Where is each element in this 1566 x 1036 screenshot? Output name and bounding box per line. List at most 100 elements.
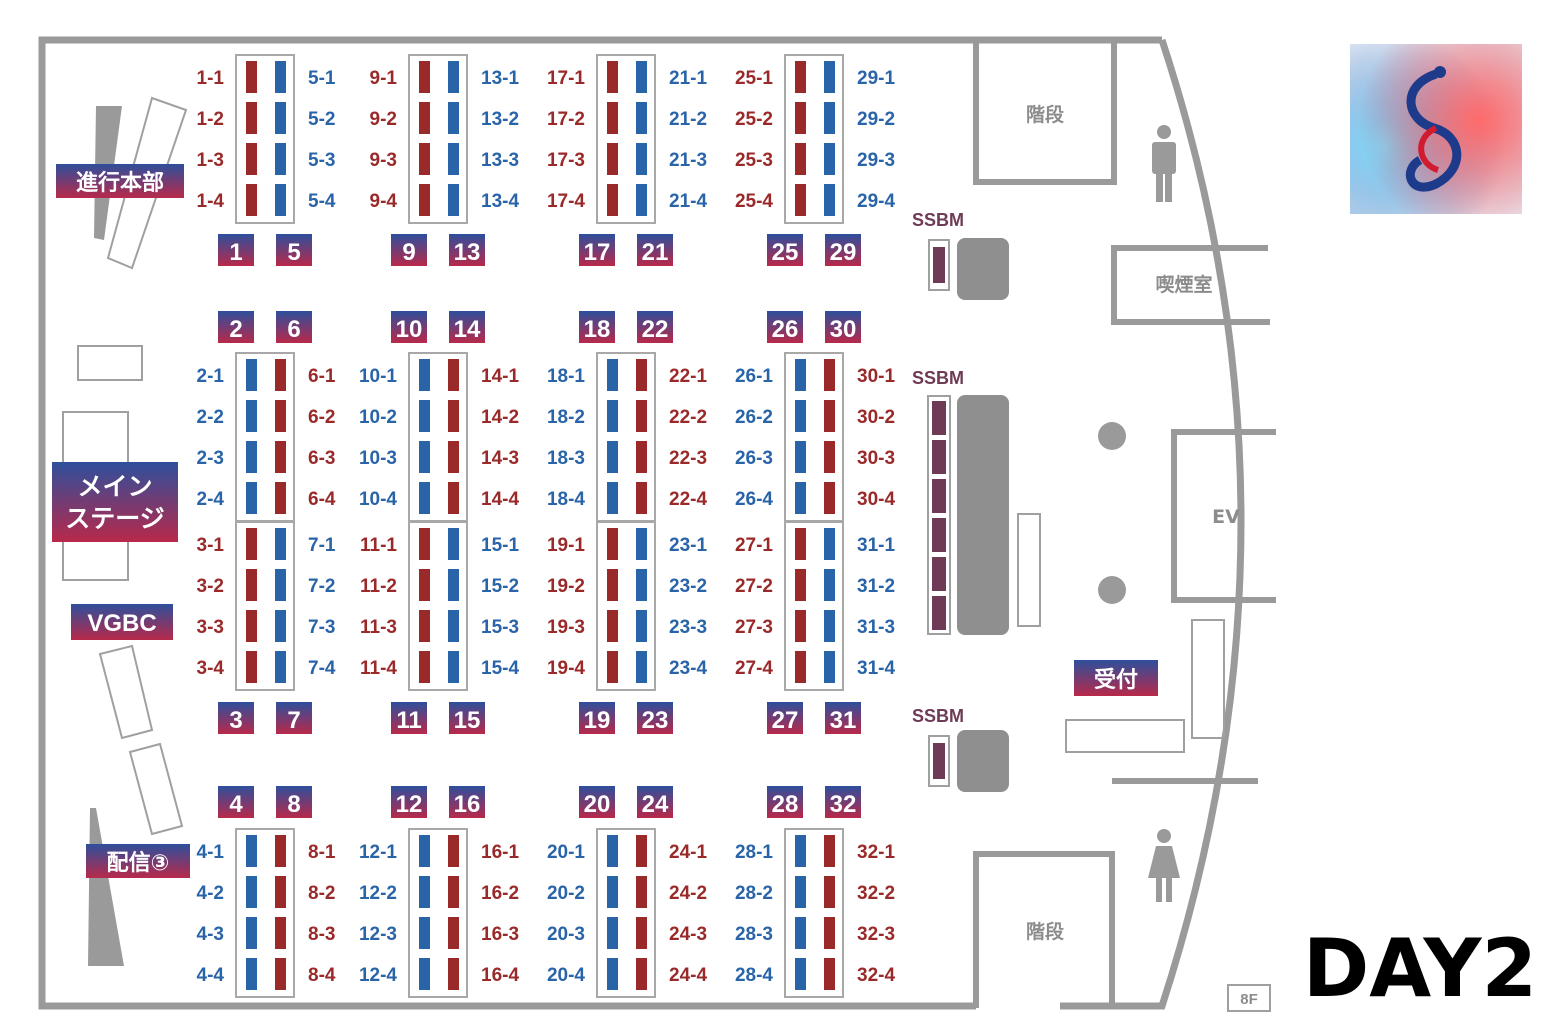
seat-marker[interactable] bbox=[246, 958, 257, 990]
seat-marker[interactable] bbox=[795, 610, 806, 642]
seat-marker[interactable] bbox=[419, 441, 430, 473]
seat-marker[interactable] bbox=[607, 61, 618, 93]
seat-marker[interactable] bbox=[448, 958, 459, 990]
seat-marker[interactable] bbox=[448, 482, 459, 514]
seat-marker[interactable] bbox=[246, 835, 257, 867]
seat-marker[interactable] bbox=[636, 102, 647, 134]
seat-marker[interactable] bbox=[824, 917, 835, 949]
seat-marker[interactable] bbox=[795, 184, 806, 216]
seat-marker[interactable] bbox=[275, 651, 286, 683]
seat-marker[interactable] bbox=[246, 143, 257, 175]
seat-marker[interactable] bbox=[607, 359, 618, 391]
seat-marker[interactable] bbox=[419, 528, 430, 560]
seat-marker[interactable] bbox=[275, 876, 286, 908]
seat-marker[interactable] bbox=[607, 958, 618, 990]
seat-marker[interactable] bbox=[419, 184, 430, 216]
seat-marker[interactable] bbox=[275, 610, 286, 642]
seat-marker[interactable] bbox=[448, 441, 459, 473]
seat-marker[interactable] bbox=[607, 441, 618, 473]
seat-marker[interactable] bbox=[419, 958, 430, 990]
seat-marker[interactable] bbox=[636, 143, 647, 175]
seat-marker[interactable] bbox=[607, 400, 618, 432]
seat-marker[interactable] bbox=[795, 876, 806, 908]
seat-marker[interactable] bbox=[275, 528, 286, 560]
seat-marker[interactable] bbox=[246, 569, 257, 601]
seat-marker[interactable] bbox=[607, 528, 618, 560]
seat-marker[interactable] bbox=[607, 143, 618, 175]
seat-marker[interactable] bbox=[607, 651, 618, 683]
seat-marker[interactable] bbox=[795, 958, 806, 990]
seat-marker[interactable] bbox=[824, 102, 835, 134]
seat-marker[interactable] bbox=[795, 651, 806, 683]
seat-marker[interactable] bbox=[636, 569, 647, 601]
seat-marker[interactable] bbox=[795, 528, 806, 560]
seat-marker[interactable] bbox=[824, 61, 835, 93]
seat-marker[interactable] bbox=[795, 359, 806, 391]
seat-marker[interactable] bbox=[246, 61, 257, 93]
seat-marker[interactable] bbox=[275, 482, 286, 514]
seat-marker[interactable] bbox=[636, 958, 647, 990]
seat-marker[interactable] bbox=[636, 61, 647, 93]
seat-marker[interactable] bbox=[795, 569, 806, 601]
seat-marker[interactable] bbox=[419, 143, 430, 175]
seat-marker[interactable] bbox=[275, 569, 286, 601]
seat-marker[interactable] bbox=[419, 876, 430, 908]
seat-marker[interactable] bbox=[824, 441, 835, 473]
seat-marker[interactable] bbox=[448, 835, 459, 867]
seat-marker[interactable] bbox=[607, 569, 618, 601]
seat-marker[interactable] bbox=[636, 400, 647, 432]
seat-marker[interactable] bbox=[246, 400, 257, 432]
seat-marker[interactable] bbox=[824, 184, 835, 216]
seat-marker[interactable] bbox=[824, 359, 835, 391]
seat-marker[interactable] bbox=[275, 835, 286, 867]
seat-marker[interactable] bbox=[448, 184, 459, 216]
seat-marker[interactable] bbox=[448, 400, 459, 432]
seat-marker[interactable] bbox=[419, 359, 430, 391]
seat-marker[interactable] bbox=[636, 835, 647, 867]
seat-marker[interactable] bbox=[795, 482, 806, 514]
seat-marker[interactable] bbox=[636, 441, 647, 473]
seat-marker[interactable] bbox=[824, 876, 835, 908]
seat-marker[interactable] bbox=[419, 482, 430, 514]
seat-marker[interactable] bbox=[448, 569, 459, 601]
seat-marker[interactable] bbox=[419, 61, 430, 93]
seat-marker[interactable] bbox=[246, 482, 257, 514]
seat-marker[interactable] bbox=[246, 441, 257, 473]
seat-marker[interactable] bbox=[448, 610, 459, 642]
seat-marker[interactable] bbox=[246, 528, 257, 560]
seat-marker[interactable] bbox=[636, 651, 647, 683]
seat-marker[interactable] bbox=[246, 610, 257, 642]
seat-marker[interactable] bbox=[824, 482, 835, 514]
seat-marker[interactable] bbox=[448, 651, 459, 683]
seat-marker[interactable] bbox=[275, 359, 286, 391]
seat-marker[interactable] bbox=[607, 917, 618, 949]
seat-marker[interactable] bbox=[607, 184, 618, 216]
seat-marker[interactable] bbox=[419, 917, 430, 949]
seat-marker[interactable] bbox=[275, 400, 286, 432]
seat-marker[interactable] bbox=[246, 917, 257, 949]
seat-marker[interactable] bbox=[275, 184, 286, 216]
seat-marker[interactable] bbox=[419, 651, 430, 683]
seat-marker[interactable] bbox=[636, 482, 647, 514]
seat-marker[interactable] bbox=[636, 610, 647, 642]
seat-marker[interactable] bbox=[448, 102, 459, 134]
seat-marker[interactable] bbox=[824, 610, 835, 642]
seat-marker[interactable] bbox=[795, 441, 806, 473]
seat-marker[interactable] bbox=[419, 400, 430, 432]
seat-marker[interactable] bbox=[824, 143, 835, 175]
seat-marker[interactable] bbox=[448, 143, 459, 175]
seat-marker[interactable] bbox=[275, 143, 286, 175]
seat-marker[interactable] bbox=[824, 835, 835, 867]
seat-marker[interactable] bbox=[824, 400, 835, 432]
seat-marker[interactable] bbox=[448, 528, 459, 560]
seat-marker[interactable] bbox=[607, 835, 618, 867]
seat-marker[interactable] bbox=[419, 610, 430, 642]
seat-marker[interactable] bbox=[419, 835, 430, 867]
seat-marker[interactable] bbox=[607, 610, 618, 642]
seat-marker[interactable] bbox=[795, 400, 806, 432]
seat-marker[interactable] bbox=[246, 102, 257, 134]
seat-marker[interactable] bbox=[448, 359, 459, 391]
seat-marker[interactable] bbox=[607, 102, 618, 134]
seat-marker[interactable] bbox=[824, 651, 835, 683]
seat-marker[interactable] bbox=[795, 835, 806, 867]
